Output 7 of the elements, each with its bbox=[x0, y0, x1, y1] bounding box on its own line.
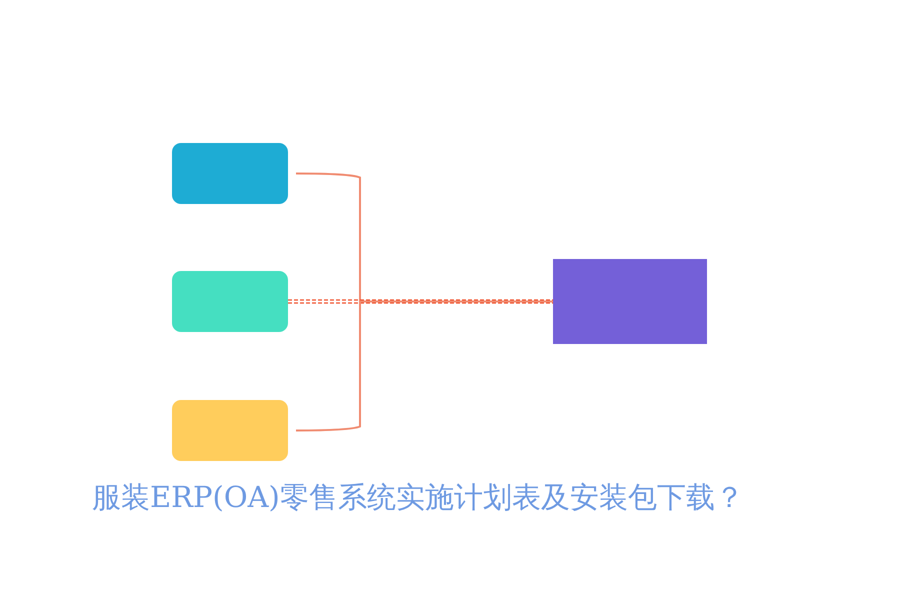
rounded-box bbox=[172, 143, 288, 204]
title: 服装ERP(OA)零售系统实施计划表及安装包下载？ bbox=[92, 479, 744, 516]
dashed-connector bbox=[287, 299, 554, 304]
bracket-connector bbox=[296, 300, 553, 432]
rounded-box bbox=[172, 271, 288, 332]
box bbox=[553, 259, 707, 344]
rounded-box bbox=[172, 400, 288, 461]
